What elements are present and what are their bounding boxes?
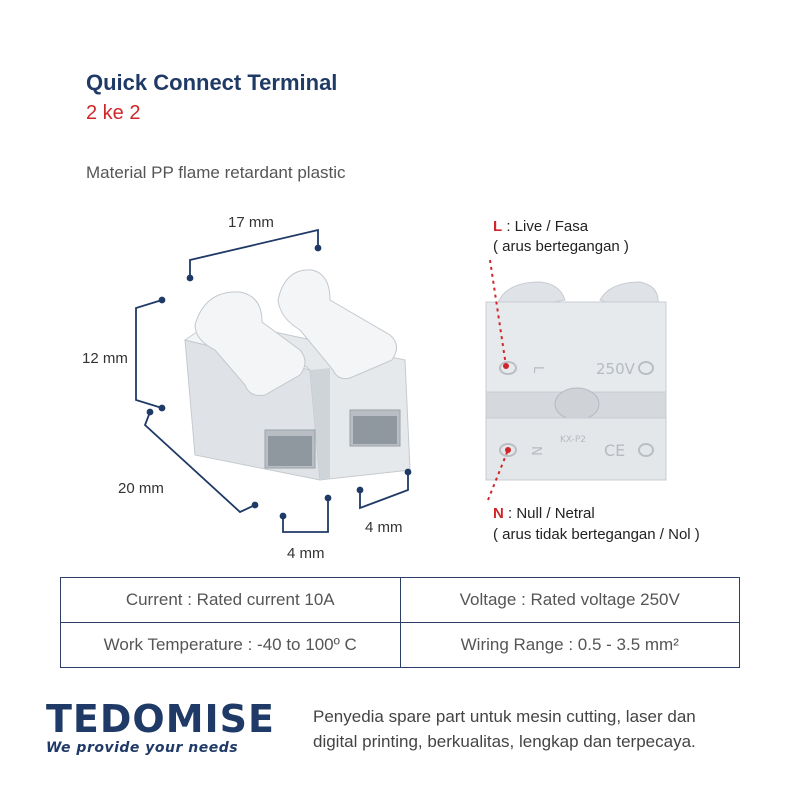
material-note: Material PP flame retardant plastic (86, 163, 346, 182)
spec-voltage: Voltage : Rated voltage 250V (399, 577, 740, 623)
page-subtitle: 2 ke 2 (86, 102, 141, 124)
brand-slogan: We provide your needs (46, 740, 239, 756)
dim-width: 17 mm (228, 214, 274, 231)
dim-height: 12 mm (82, 350, 128, 367)
spec-current: Current : Rated current 10A (60, 577, 401, 623)
legend-null-key: N (493, 505, 504, 522)
brand-tagline-line-2: digital printing, berkualitas, lengkap d… (313, 732, 696, 751)
legend-null-note: ( arus tidak bertegangan / Nol ) (493, 526, 700, 543)
dim-slot-front: 4 mm (287, 545, 325, 562)
svg-text:L: L (530, 366, 545, 374)
connector-perspective-image (183, 269, 411, 481)
dim-slot-side: 4 mm (365, 519, 403, 536)
legend-null-text: : Null / Netral (508, 505, 595, 522)
mark-cert: CE (604, 441, 625, 460)
spec-temperature: Work Temperature : -40 to 100º C (60, 622, 401, 668)
brand-tagline-line-1: Penyedia spare part untuk mesin cutting,… (313, 707, 696, 726)
brand-name: TEDOMISE (46, 697, 276, 741)
brand-logo: TEDOMISE We provide your needs (46, 700, 286, 756)
spec-table: Current : Rated current 10A Voltage : Ra… (60, 577, 740, 668)
svg-text:N: N (528, 446, 543, 456)
connector-front-image: L N 250V KX-P2 CE (485, 281, 667, 481)
legend-live-text: : Live / Fasa (506, 218, 589, 235)
spec-wiring: Wiring Range : 0.5 - 3.5 mm² (399, 622, 740, 668)
dim-depth: 20 mm (118, 480, 164, 497)
brand-tagline: Penyedia spare part untuk mesin cutting,… (313, 704, 773, 754)
legend-null: N : Null / Netral (493, 505, 595, 522)
mark-model: KX-P2 (560, 435, 586, 445)
legend-live: L : Live / Fasa (493, 218, 588, 235)
page-title: Quick Connect Terminal (86, 70, 338, 95)
table-row: Work Temperature : -40 to 100º C Wiring … (60, 622, 740, 668)
legend-live-key: L (493, 218, 503, 235)
dimension-lines (135, 228, 412, 533)
table-row: Current : Rated current 10A Voltage : Ra… (60, 577, 740, 623)
pointer-lines (487, 259, 511, 501)
legend-live-note: ( arus bertegangan ) (493, 238, 629, 255)
mark-voltage: 250V (596, 360, 636, 378)
